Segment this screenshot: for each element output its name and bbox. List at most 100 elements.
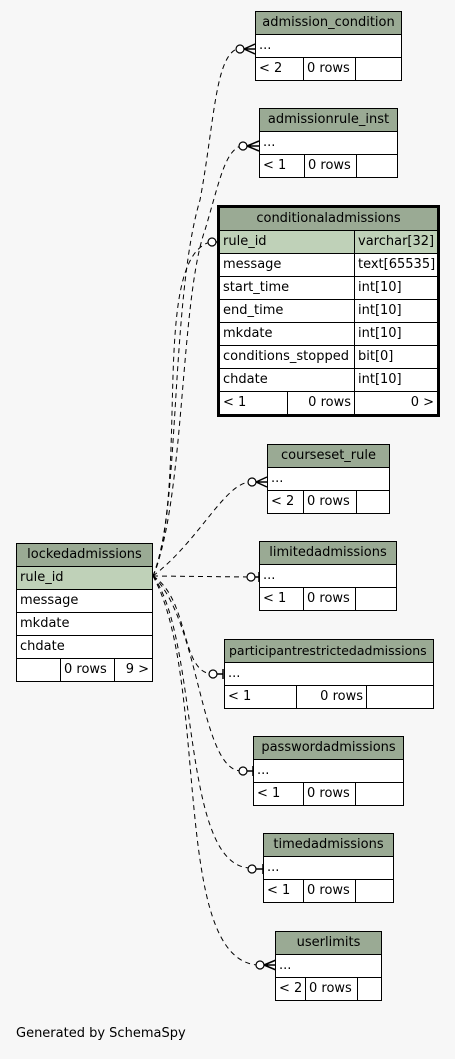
column-name: rule_id [223, 234, 267, 249]
cardinality-circle [247, 864, 257, 874]
child-count [355, 783, 403, 805]
table-userlimits[interactable]: userlimits ... < 2 0 rows [275, 931, 382, 1001]
column-type: varchar[32] [354, 231, 437, 253]
link-participantrestricted [152, 575, 213, 675]
table-passwordadmissions[interactable]: passwordadmissions ... < 1 0 rows [253, 736, 404, 806]
column-ellipsis: ... [259, 38, 272, 53]
table-row: rule_id varchar[32] [220, 231, 437, 254]
parent-count: < 1 [223, 395, 247, 410]
column-type: int[10] [354, 300, 437, 322]
column-ellipsis: ... [228, 666, 241, 681]
child-count [355, 588, 396, 610]
table-row: chdate [17, 636, 152, 659]
child-count: 0 > [354, 392, 437, 414]
child-count [357, 978, 381, 1000]
column-type: int[10] [354, 277, 437, 299]
table-title: conditionaladmissions [220, 208, 437, 231]
table-title: userlimits [276, 932, 381, 955]
parent-count: < 1 [257, 786, 281, 801]
link-courseset-rule [152, 481, 252, 577]
table-row: mkdate [17, 613, 152, 636]
row-count: 0 rows [305, 978, 357, 1000]
table-title: limitedadmissions [260, 542, 396, 565]
row-count: 0 rows [303, 880, 355, 902]
table-title: passwordadmissions [254, 737, 403, 760]
column-type: bit[0] [354, 346, 437, 368]
column-name: message [223, 257, 282, 272]
crows-foot-icon [246, 140, 260, 152]
table-admission-condition[interactable]: admission_condition ... < 2 0 rows [255, 11, 402, 81]
child-count [356, 491, 389, 513]
column-ellipsis: ... [263, 135, 276, 150]
column-type: text[65535] [354, 254, 437, 276]
row-count: 0 rows [303, 491, 356, 513]
cardinality-circle [238, 141, 248, 151]
column-name: start_time [223, 280, 290, 295]
column-ellipsis: ... [267, 860, 280, 875]
column-ellipsis: ... [279, 958, 292, 973]
table-row: conditions_stopped bit[0] [220, 346, 437, 369]
child-count [356, 155, 397, 177]
column-name: chdate [223, 372, 268, 387]
cardinality-circle [235, 44, 245, 54]
crows-foot-icon [243, 43, 256, 55]
column-name: mkdate [223, 326, 273, 341]
cardinality-circle [246, 572, 256, 582]
column-ellipsis: ... [271, 471, 284, 486]
column-type: int[10] [354, 369, 437, 391]
parent-count: < 1 [267, 883, 291, 898]
table-row: mkdate int[10] [220, 323, 437, 346]
child-count [366, 686, 433, 708]
row-count: 0 rows [303, 783, 355, 805]
table-participantrestrictedadmissions[interactable]: participantrestrictedadmissions ... < 1 … [224, 639, 434, 709]
parent-count: < 2 [259, 61, 283, 76]
one-marker-icon [256, 864, 264, 874]
column-name: chdate [20, 639, 65, 654]
table-title: timedadmissions [264, 834, 393, 857]
table-title: admission_condition [256, 12, 401, 35]
table-title: courseset_rule [268, 445, 389, 468]
table-courseset-rule[interactable]: courseset_rule ... < 2 0 rows [267, 444, 390, 514]
crows-foot-icon [255, 476, 268, 488]
table-title: lockedadmissions [17, 544, 152, 567]
link-userlimits [152, 575, 259, 966]
cardinality-circle [238, 766, 248, 776]
table-row: chdate int[10] [220, 369, 437, 392]
child-count [355, 58, 401, 80]
cardinality-circle [247, 477, 257, 487]
one-marker-icon [217, 669, 224, 679]
table-conditionaladmissions[interactable]: conditionaladmissions rule_id varchar[32… [217, 205, 440, 417]
row-count: 0 rows [60, 659, 114, 681]
link-timedadmissions [152, 575, 252, 869]
table-admissionrule-inst[interactable]: admissionrule_inst ... < 1 0 rows [259, 108, 398, 178]
column-type: int[10] [354, 323, 437, 345]
table-title: participantrestrictedadmissions [225, 640, 433, 663]
column-ellipsis: ... [263, 568, 276, 583]
child-count [355, 880, 393, 902]
generated-by-footer: Generated by SchemaSpy [16, 1026, 186, 1041]
table-timedadmissions[interactable]: timedadmissions ... < 1 0 rows [263, 833, 394, 903]
parent-count: < 2 [271, 494, 295, 509]
column-name: message [20, 593, 79, 608]
row-count: 0 rows [296, 686, 366, 708]
parent-count: < 1 [263, 591, 287, 606]
table-row: rule_id [17, 567, 152, 590]
link-admissionrule-inst [152, 144, 245, 577]
column-ellipsis: ... [257, 763, 270, 778]
row-count: 0 rows [304, 155, 356, 177]
crows-foot-icon [263, 959, 277, 971]
table-row: start_time int[10] [220, 277, 437, 300]
table-row: message text[65535] [220, 254, 437, 277]
parent-count: < 2 [279, 981, 303, 996]
table-lockedadmissions[interactable]: lockedadmissions rule_id message mkdate … [16, 543, 153, 682]
row-count: 0 rows [303, 588, 355, 610]
column-name: conditions_stopped [223, 349, 349, 364]
column-name: mkdate [20, 616, 70, 631]
cardinality-circle [208, 669, 218, 679]
row-count: 0 rows [303, 58, 355, 80]
table-limitedadmissions[interactable]: limitedadmissions ... < 1 0 rows [259, 541, 397, 611]
parent-count [17, 659, 60, 681]
child-count: 9 > [114, 659, 152, 681]
parent-count: < 1 [228, 689, 252, 704]
table-row: message [17, 590, 152, 613]
